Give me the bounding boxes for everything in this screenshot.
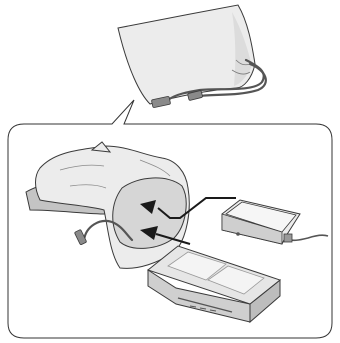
adapter-plug xyxy=(284,234,292,242)
adapter-port xyxy=(236,232,240,236)
closed-bag xyxy=(118,5,266,108)
